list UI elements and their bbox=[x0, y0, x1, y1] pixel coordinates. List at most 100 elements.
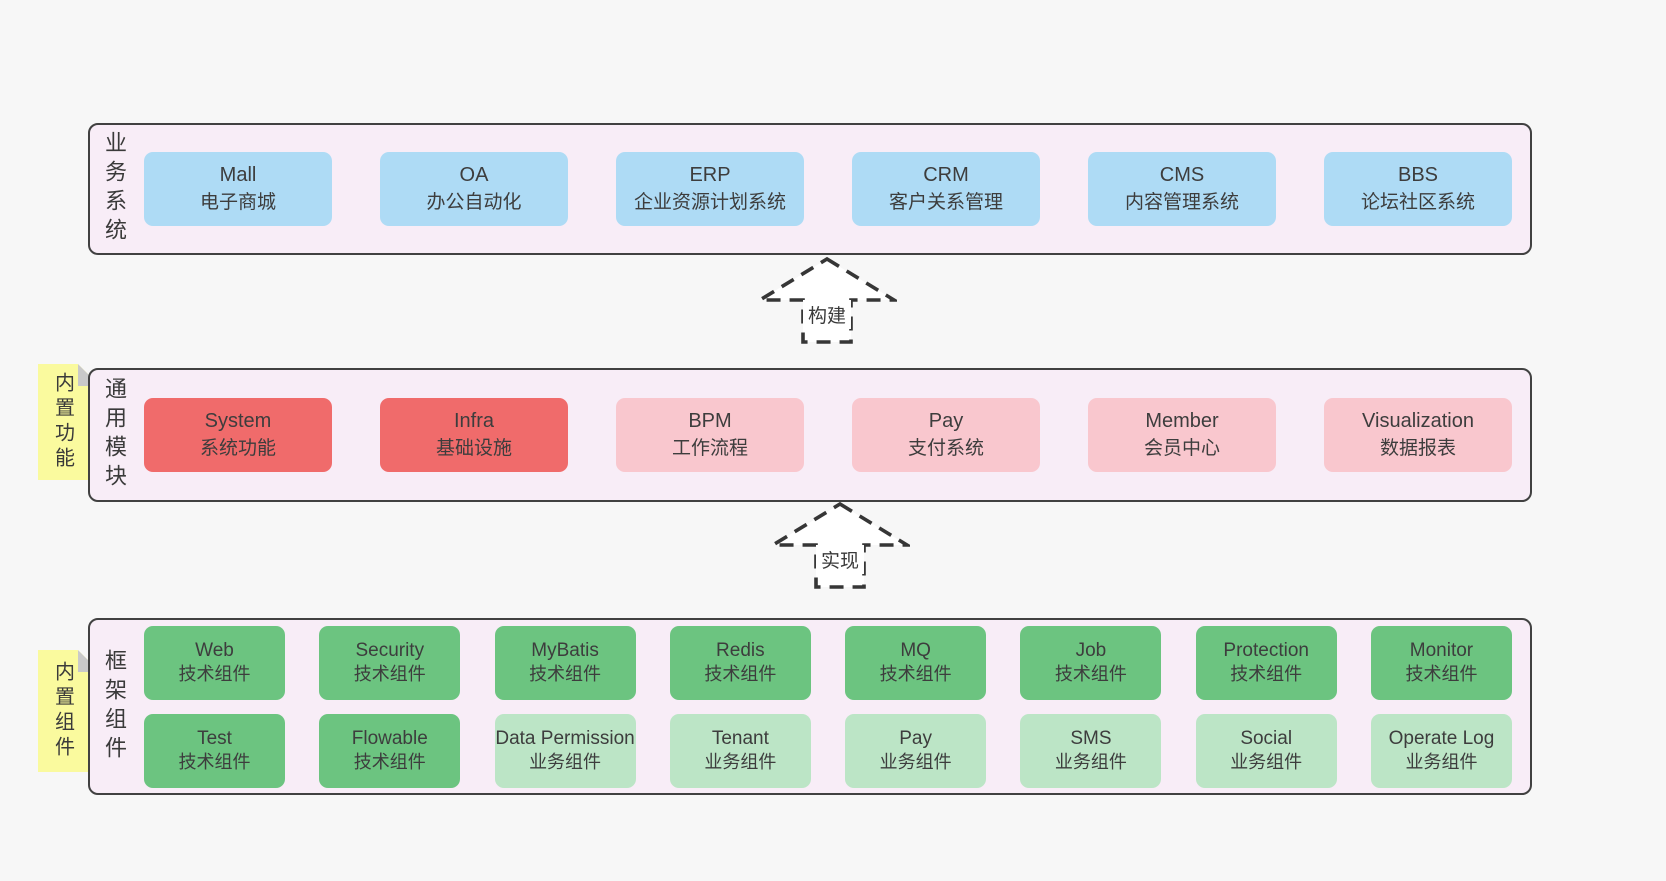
box-title: CMS bbox=[1159, 164, 1205, 187]
box-subtitle: 业务组件 bbox=[1054, 752, 1127, 773]
box-subtitle: 企业资源计划系统 bbox=[633, 191, 786, 213]
box-subtitle: 技术组件 bbox=[704, 664, 777, 685]
box-sms: SMS 业务组件 bbox=[1020, 713, 1162, 788]
box-title: ERP bbox=[689, 164, 731, 187]
box-title: Operate Log bbox=[1388, 727, 1495, 749]
box-title: MyBatis bbox=[531, 639, 599, 661]
arrow-implement: 实现 bbox=[770, 501, 910, 591]
box-subtitle: 基础设施 bbox=[435, 437, 512, 459]
box-subtitle: 技术组件 bbox=[879, 664, 952, 685]
box-subtitle: 技术组件 bbox=[353, 664, 426, 685]
box-subtitle: 技术组件 bbox=[529, 664, 602, 685]
box-social: Social 业务组件 bbox=[1195, 713, 1337, 788]
box-title: Protection bbox=[1223, 639, 1309, 661]
box-title: Mall bbox=[219, 164, 257, 187]
box-subtitle: 会员中心 bbox=[1143, 437, 1220, 459]
box-subtitle: 工作流程 bbox=[671, 437, 748, 459]
box-mall: Mall 电子商城 bbox=[144, 152, 332, 226]
box-title: Tenant bbox=[711, 727, 769, 749]
box-subtitle: 电子商城 bbox=[199, 191, 276, 213]
sticky-note-label: 内置功能 bbox=[51, 372, 74, 472]
box-title: Test bbox=[197, 727, 232, 749]
box-title: CRM bbox=[923, 164, 969, 187]
box-title: Data Permission bbox=[495, 727, 635, 749]
box-subtitle: 客户关系管理 bbox=[888, 191, 1003, 213]
layer-common-modules: 通用模块 System 系统功能 Infra 基础设施 BPM 工作流程 Pay 支付系统 Me… bbox=[88, 368, 1532, 502]
box-title: Pay bbox=[899, 727, 932, 749]
layer-label-framework-components: 框架组件 bbox=[102, 648, 127, 765]
arrow-implement-label: 实现 bbox=[815, 545, 865, 574]
box-tenant: Tenant 业务组件 bbox=[669, 713, 811, 788]
box-subtitle: 技术组件 bbox=[1230, 664, 1303, 685]
box-title: System bbox=[204, 410, 272, 433]
box-subtitle: 业务组件 bbox=[879, 752, 952, 773]
box-subtitle: 业务组件 bbox=[1405, 752, 1478, 773]
layer-label-business-systems: 业务系统 bbox=[102, 131, 127, 247]
box-title: MQ bbox=[900, 639, 931, 661]
box-subtitle: 业务组件 bbox=[1230, 752, 1303, 773]
box-subtitle: 办公自动化 bbox=[426, 191, 522, 213]
box-subtitle: 支付系统 bbox=[907, 437, 984, 459]
box-title: Member bbox=[1145, 410, 1219, 433]
sticky-note-label: 内置组件 bbox=[51, 661, 74, 761]
box-subtitle: 系统功能 bbox=[199, 437, 276, 459]
box-subtitle: 论坛社区系统 bbox=[1360, 191, 1475, 213]
box-subtitle: 技术组件 bbox=[178, 664, 251, 685]
box-bbs: BBS 论坛社区系统 bbox=[1324, 152, 1512, 226]
box-protection: Protection 技术组件 bbox=[1195, 625, 1337, 700]
box-title: Infra bbox=[453, 410, 495, 433]
box-mq: MQ 技术组件 bbox=[845, 625, 987, 700]
box-pay: Pay 支付系统 bbox=[852, 398, 1040, 472]
box-oa: OA 办公自动化 bbox=[380, 152, 568, 226]
box-title: OA bbox=[459, 164, 489, 187]
box-subtitle: 数据报表 bbox=[1379, 437, 1456, 459]
box-bpm: BPM 工作流程 bbox=[616, 398, 804, 472]
box-row: System 系统功能 Infra 基础设施 BPM 工作流程 Pay 支付系统 Member 会… bbox=[144, 398, 1512, 472]
box-monitor: Monitor 技术组件 bbox=[1370, 625, 1512, 700]
box-data-permission: Data Permission 业务组件 bbox=[494, 713, 636, 788]
arrow-build-label: 构建 bbox=[802, 300, 852, 329]
box-title: Monitor bbox=[1409, 639, 1474, 661]
box-crm: CRM 客户关系管理 bbox=[852, 152, 1040, 226]
box-title: SMS bbox=[1070, 727, 1112, 749]
box-title: Visualization bbox=[1362, 410, 1474, 433]
box-title: BPM bbox=[688, 410, 732, 433]
box-infra: Infra 基础设施 bbox=[380, 398, 568, 472]
box-subtitle: 技术组件 bbox=[1054, 664, 1127, 685]
box-pay: Pay 业务组件 bbox=[845, 713, 987, 788]
box-erp: ERP 企业资源计划系统 bbox=[616, 152, 804, 226]
box-subtitle: 技术组件 bbox=[1405, 664, 1478, 685]
box-system: System 系统功能 bbox=[144, 398, 332, 472]
box-title: Social bbox=[1240, 727, 1293, 749]
common-modules-boxes: System 系统功能 Infra 基础设施 BPM 工作流程 Pay 支付系统 Member 会… bbox=[138, 370, 1530, 500]
box-security: Security 技术组件 bbox=[319, 625, 461, 700]
box-member: Member 会员中心 bbox=[1088, 398, 1276, 472]
box-web: Web 技术组件 bbox=[144, 625, 285, 700]
box-redis: Redis 技术组件 bbox=[669, 625, 811, 700]
box-title: Flowable bbox=[351, 727, 428, 749]
box-mybatis: MyBatis 技术组件 bbox=[494, 625, 636, 700]
box-test: Test 技术组件 bbox=[144, 713, 285, 788]
box-title: Redis bbox=[716, 639, 765, 661]
box-title: Security bbox=[355, 639, 425, 661]
box-title: Pay bbox=[928, 410, 964, 433]
box-visualization: Visualization 数据报表 bbox=[1324, 398, 1512, 472]
arrow-build: 构建 bbox=[757, 256, 897, 346]
box-title: Web bbox=[195, 639, 234, 661]
box-subtitle: 业务组件 bbox=[704, 752, 777, 773]
box-operate-log: Operate Log 业务组件 bbox=[1370, 713, 1512, 788]
layer-label-common-modules: 通用模块 bbox=[102, 377, 127, 493]
box-title: BBS bbox=[1397, 164, 1439, 187]
box-subtitle: 技术组件 bbox=[178, 752, 251, 773]
box-title: Job bbox=[1075, 639, 1107, 661]
box-subtitle: 业务组件 bbox=[529, 752, 602, 773]
